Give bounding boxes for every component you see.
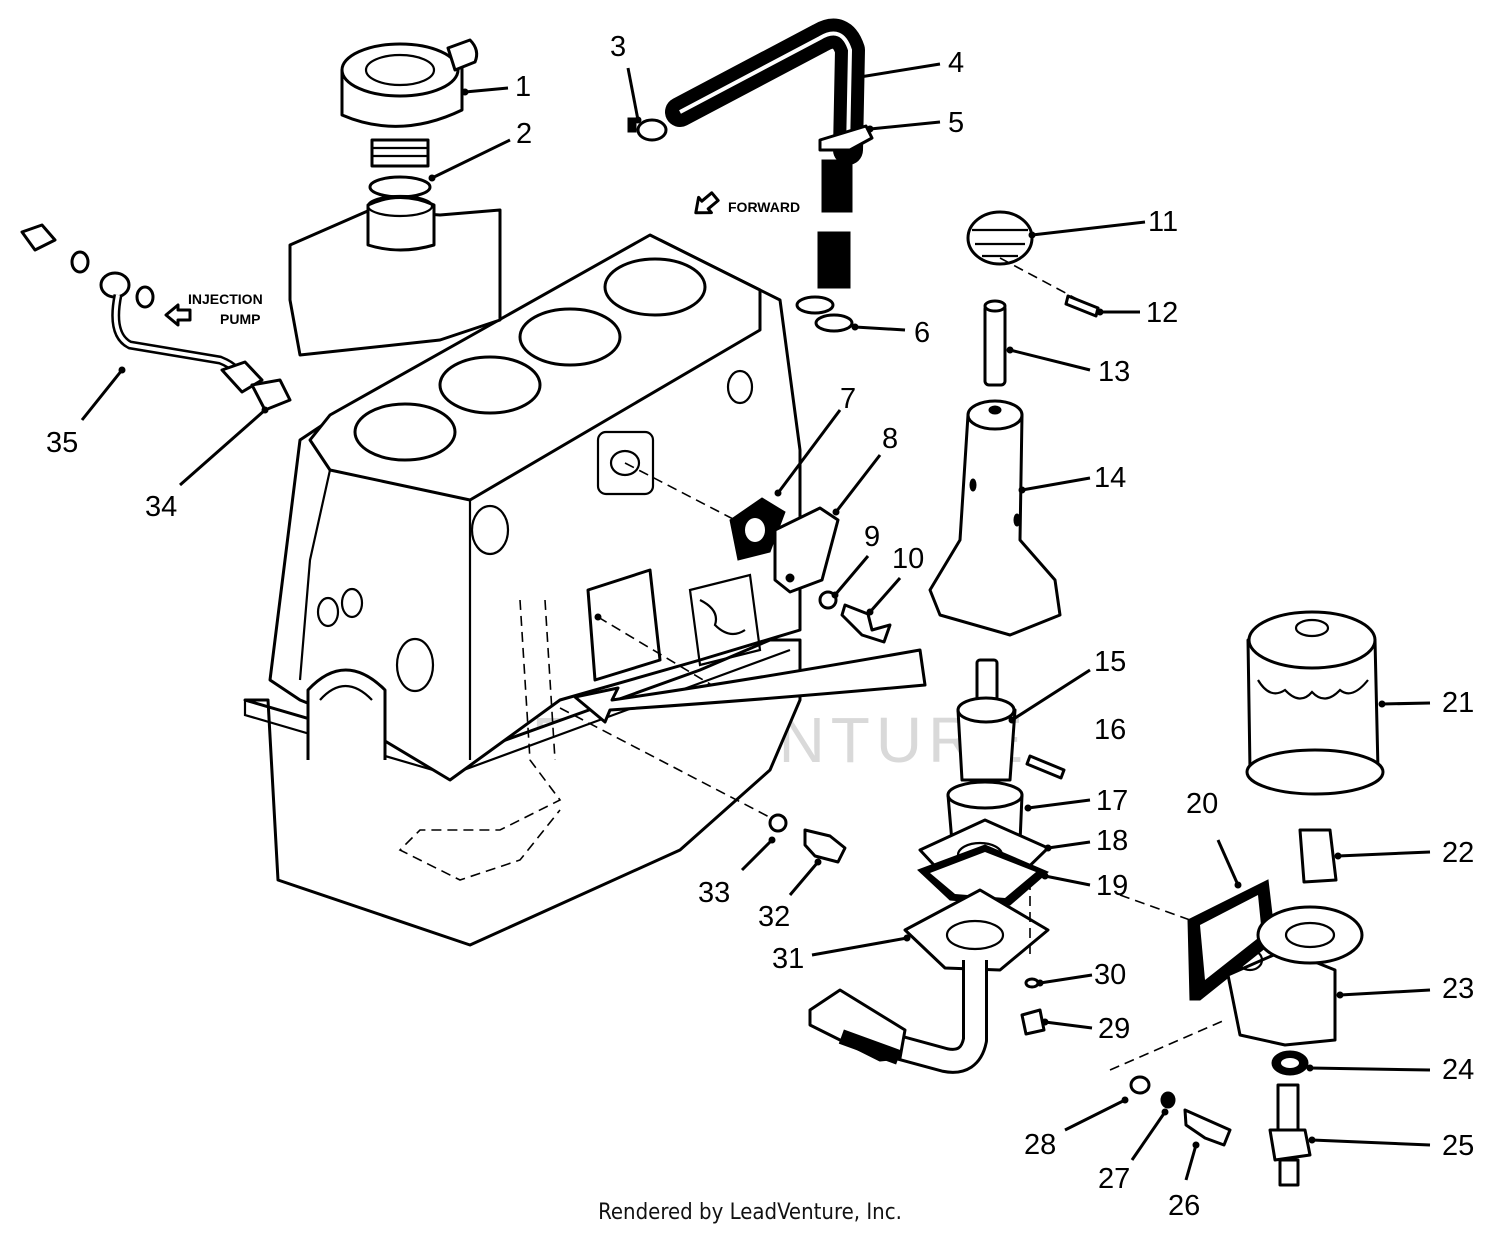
washer-28	[1129, 1075, 1151, 1095]
coupling-15	[956, 696, 1017, 782]
o-rings-6	[795, 295, 854, 333]
callout-3: 3	[610, 31, 626, 63]
callout-21: 21	[1442, 687, 1474, 719]
cover-plate-8	[773, 506, 840, 594]
callout-15: 15	[1094, 646, 1126, 678]
dash-line-plug	[559, 707, 776, 821]
dash-line-bolt-26	[1109, 1019, 1226, 1071]
callout-17: 17	[1096, 785, 1128, 817]
o-ring-2	[368, 175, 432, 199]
bolt-10	[840, 603, 892, 644]
forward-arrow-icon	[694, 191, 720, 215]
pin-16	[1025, 754, 1066, 780]
callout-29: 29	[1098, 1013, 1130, 1045]
washer-30	[1024, 977, 1040, 989]
callout-4: 4	[948, 47, 964, 79]
filter-adapter-23	[1226, 905, 1364, 1047]
callout-27: 27	[1098, 1163, 1130, 1195]
shaft-15	[975, 658, 999, 702]
washer-33	[768, 813, 788, 833]
callout-13: 13	[1098, 356, 1130, 388]
injection-label-line1: INJECTION	[188, 291, 263, 307]
bolt-26	[1183, 1108, 1232, 1147]
shaft-13	[983, 299, 1007, 387]
callout-31: 31	[772, 943, 804, 975]
callout-12: 12	[1146, 297, 1178, 329]
callout-22: 22	[1442, 837, 1474, 869]
drive-gear-11	[966, 210, 1034, 266]
callout-33: 33	[698, 877, 730, 909]
callout-5: 5	[948, 107, 964, 139]
oil-filter-21	[1245, 610, 1385, 796]
callout-8: 8	[882, 423, 898, 455]
rendered-by-footer: Rendered by LeadVenture, Inc.	[598, 1200, 902, 1225]
callout-10: 10	[892, 543, 924, 575]
injection-line	[20, 223, 292, 412]
oil-filler-cap	[340, 38, 479, 168]
forward-label: FORWARD	[728, 199, 800, 215]
injection-pump-arrow-icon	[164, 303, 192, 327]
callout-23: 23	[1442, 973, 1474, 1005]
engine-block	[243, 233, 802, 947]
dash-line-cover	[597, 616, 721, 691]
callout-26: 26	[1168, 1190, 1200, 1222]
valve-cover	[288, 194, 502, 357]
callout-19: 19	[1096, 870, 1128, 902]
lock-washer-27	[1160, 1091, 1176, 1109]
callout-16: 16	[1094, 714, 1126, 746]
callout-1: 1	[515, 71, 531, 103]
nipple-22	[1298, 828, 1338, 884]
callout-32: 32	[758, 901, 790, 933]
bolt-29	[1020, 1008, 1046, 1036]
install-arrow	[573, 648, 927, 724]
pin-12	[1064, 294, 1100, 318]
callout-14: 14	[1094, 462, 1126, 494]
oil-pressure-sender-25	[1268, 1083, 1312, 1187]
callout-2: 2	[516, 118, 532, 150]
callout-30: 30	[1094, 959, 1126, 991]
callout-25: 25	[1442, 1130, 1474, 1162]
callout-28: 28	[1024, 1129, 1056, 1161]
dash-line-gasket	[1119, 894, 1191, 921]
pump-body-14	[928, 399, 1062, 637]
leader-lines	[80, 62, 1431, 1181]
callout-7: 7	[840, 383, 856, 415]
callout-6: 6	[914, 317, 930, 349]
drain-plug-32	[803, 828, 847, 864]
breather-hose	[665, 18, 874, 289]
dash-line-flange	[624, 462, 736, 521]
leader-arrowheads	[118, 73, 1386, 1149]
callout-20: 20	[1186, 788, 1218, 820]
callout-18: 18	[1096, 825, 1128, 857]
callout-34: 34	[145, 491, 177, 523]
callout-11: 11	[1148, 206, 1178, 238]
pickup-tube-31	[808, 888, 1050, 1074]
injection-label-line2: PUMP	[220, 311, 260, 327]
callout-9: 9	[864, 521, 880, 553]
callout-35: 35	[46, 427, 78, 459]
callout-numbers: 1 2 3 4 5 6 7 8 9 10 11 12 13 14 15 16 1…	[46, 31, 1474, 1222]
callout-24: 24	[1442, 1054, 1474, 1086]
hose-clamp-3	[627, 117, 668, 142]
